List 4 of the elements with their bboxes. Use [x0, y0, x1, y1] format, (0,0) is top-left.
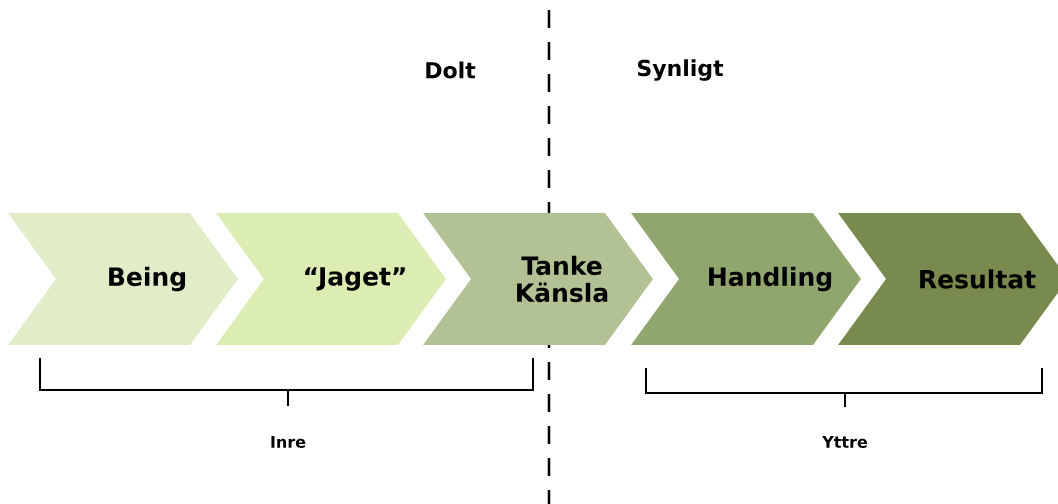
section-label: Yttre: [822, 436, 868, 448]
section-label: Inre: [271, 436, 306, 448]
section-label: Synligt: [638, 59, 724, 81]
section-label: Dolt: [426, 61, 476, 79]
